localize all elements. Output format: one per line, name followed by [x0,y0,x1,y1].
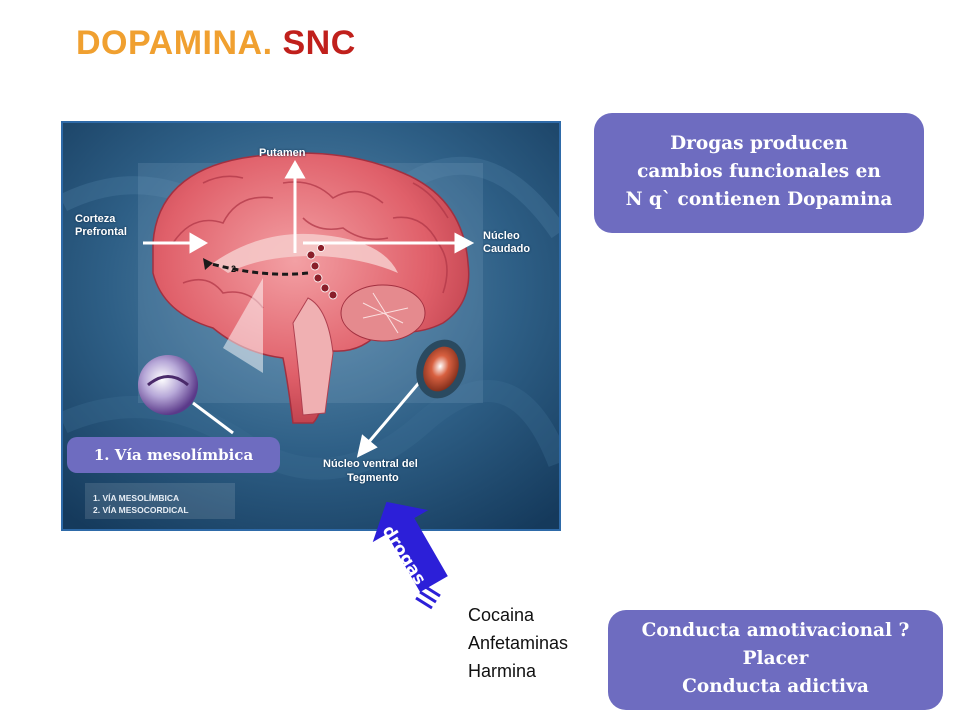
conducta-box: Conducta amotivacional ? Placer Conducta… [608,610,943,710]
label-putamen: Putamen [259,147,306,159]
via-mesolimbica-badge: 1. Vía mesolímbica [67,437,280,473]
title-part-dopamina: DOPAMINA. [76,24,273,62]
box-top-line-1: Drogas producen [670,133,848,154]
label-tegmento: Tegmento [347,472,399,484]
legend-line-2: 2. VÍA MESOCORDICAL [93,505,189,515]
title-part-snc: SNC [282,24,356,62]
drogas-producen-box: Drogas producen cambios funcionales en N… [594,113,924,233]
label-nucleo-ventral: Núcleo ventral del [323,458,418,470]
box-bottom-line-2: Placer [742,648,809,669]
drug-cocaina: Cocaina [468,605,535,625]
drug-harmina: Harmina [468,661,537,681]
legend-line-1: 1. VÍA MESOLÍMBICA [93,493,180,503]
box-top-line-2: cambios funcionales en [637,161,881,182]
label-path-number: 2 [231,264,237,274]
box-bottom-line-3: Conducta adictiva [682,676,869,697]
label-caudado: Caudado [483,243,531,255]
label-corteza: Corteza [75,213,116,225]
drug-list: Cocaina Anfetaminas Harmina [468,601,568,685]
label-nucleo: Núcleo [483,230,520,242]
label-prefrontal: Prefrontal [75,226,127,238]
slide-title: DOPAMINA. SNC [76,24,356,63]
drogas-arrow-graphic: drogas [372,501,448,610]
box-top-line-3: N q` contienen Dopamina [625,189,893,210]
box-bottom-line-1: Conducta amotivacional ? [641,620,910,641]
drogas-arrow: drogas [340,500,470,620]
drug-anfetaminas: Anfetaminas [468,633,569,653]
